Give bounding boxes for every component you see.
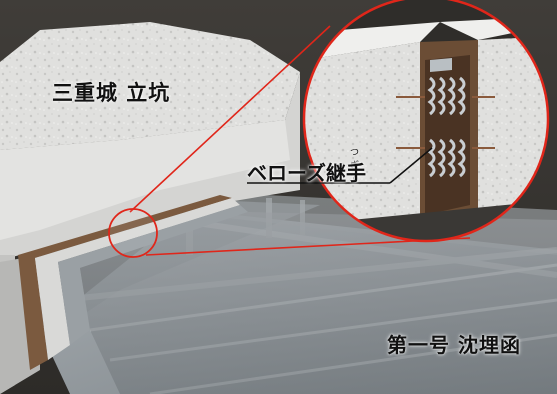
joint-label: ベローズ継手 <box>247 161 366 185</box>
culvert-label: 第一号 沈埋函 <box>387 333 521 357</box>
shaft-label: 三重城 立坑 <box>52 81 171 105</box>
joint-frame-steel <box>58 205 248 345</box>
shaft-front-shadow <box>0 120 290 240</box>
joint-label-ruby: つぎて <box>350 148 360 184</box>
callout-source-circle <box>108 208 158 258</box>
joint-frame-inner <box>35 198 240 360</box>
joint-frame <box>18 195 232 370</box>
culvert-opening <box>80 212 557 394</box>
joint-leader-line <box>247 147 433 184</box>
shaft-top <box>0 22 300 150</box>
callout-zoom-border <box>302 0 550 243</box>
callout-zoom <box>304 0 548 241</box>
